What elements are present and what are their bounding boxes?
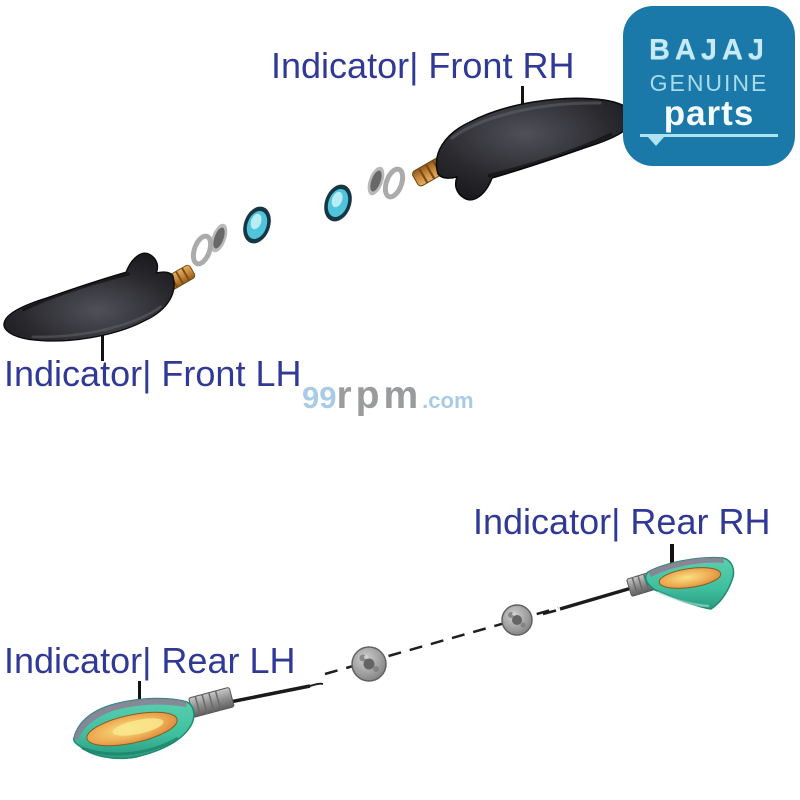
steel-connector [188,687,235,718]
leader-line-rear-lh [138,681,141,701]
front-hardware-illustration [190,166,406,267]
badge-genuine-text: GENUINE [649,70,769,96]
teal-nut [324,184,352,222]
badge-brand-text: BAJAJ [648,34,770,66]
rear-rh-indicator-illustration [542,556,735,616]
watermark-99: 99 [302,380,337,415]
label-indicator-front-rh: Indicator| Front RH [271,45,575,86]
leader-line-front-lh [101,334,104,361]
front-rh-indicator-illustration [409,96,636,202]
watermark-99rpm: 99 rpm .com [302,374,474,418]
watermark-com: .com [422,388,474,413]
teal-nut [243,206,271,244]
leader-line-front-rh [521,86,524,112]
rear-lh-indicator-illustration [73,682,323,760]
triangle-down-icon [648,137,664,146]
badge-parts-text: parts [663,94,755,133]
ring-washer [190,233,214,267]
grommet [351,646,387,682]
label-indicator-rear-rh: Indicator| Rear RH [473,501,771,542]
mounting-rod [229,684,311,704]
label-indicator-front-lh: Indicator| Front LH [4,353,302,394]
grommet [501,604,533,636]
watermark-rpm: rpm [336,374,423,417]
bajaj-genuine-parts-badge: BAJAJ GENUINE parts [623,6,795,166]
flat-washer [210,223,228,253]
flat-washer [367,166,385,196]
amber-lens [658,567,722,589]
ring-washer [382,166,406,200]
rear-hardware-illustration [324,604,559,682]
mounting-rod [559,585,636,611]
label-indicator-rear-lh: Indicator| Rear LH [4,640,296,681]
leader-line-rear-rh [670,544,674,567]
badge-underline [640,134,778,146]
